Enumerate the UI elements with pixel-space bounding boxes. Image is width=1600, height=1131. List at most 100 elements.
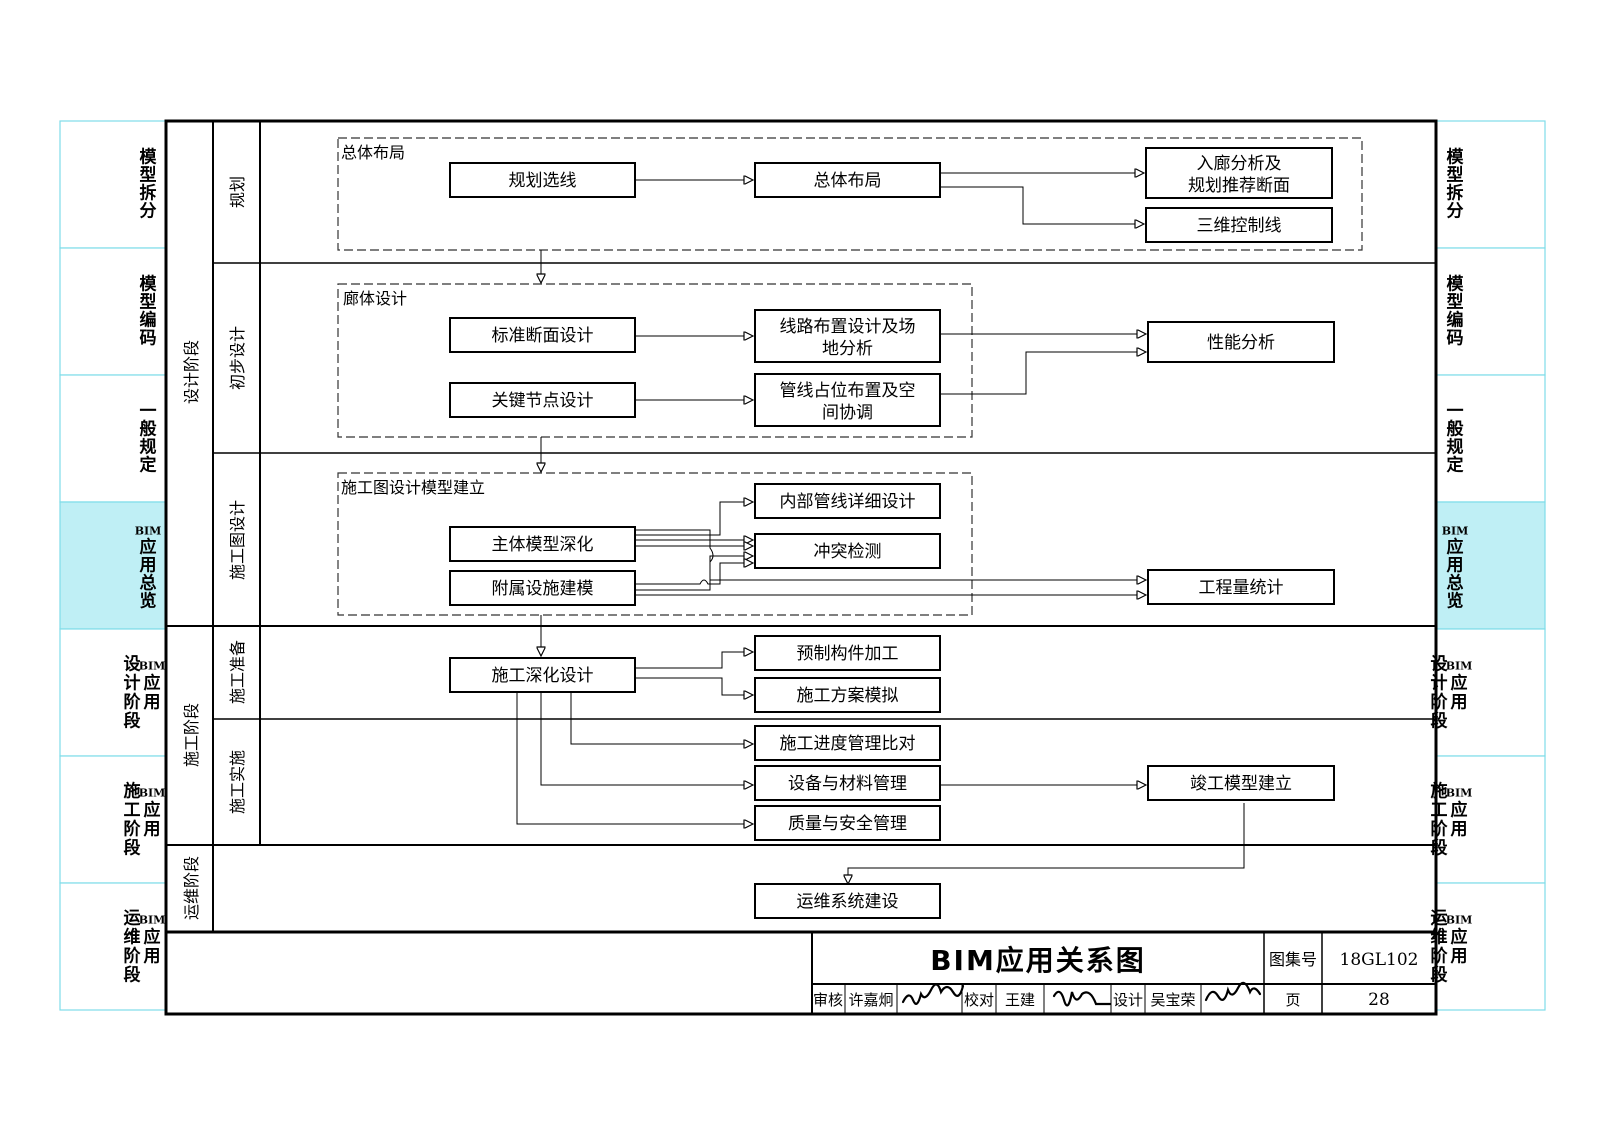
svg-text:设: 设 — [124, 655, 141, 675]
reviewer-signature — [901, 983, 965, 1005]
subphase-label-planning: 规划 — [228, 176, 247, 208]
node-equipment[interactable]: 设备与材料管理 — [754, 765, 941, 801]
node-entry-analysis[interactable]: 入廊分析及规划推荐断面 — [1145, 147, 1333, 199]
node-scheme-sim[interactable]: 施工方案模拟 — [754, 677, 941, 713]
svg-text:模: 模 — [1447, 147, 1465, 168]
svg-text:码: 码 — [1447, 329, 1464, 349]
svg-text:计: 计 — [1431, 673, 1448, 694]
side-tab-left-5[interactable]: 施工BIM应用阶段施BIM工应阶用段 — [0, 0, 167, 884]
node-quantity[interactable]: 工程量统计 — [1147, 569, 1335, 605]
side-tab-right-1[interactable]: 模型编码模型编码 — [0, 0, 1546, 376]
svg-text:BIM: BIM — [1446, 914, 1473, 927]
node-label: 三维控制线 — [1197, 216, 1282, 236]
side-tab-left-4[interactable]: 设计BIM应用阶段设BIM计应阶用段 — [0, 0, 167, 757]
svg-text:览: 览 — [1447, 591, 1464, 612]
svg-text:BIM: BIM — [1442, 525, 1469, 538]
side-tab-left-0[interactable]: 模型拆分模型拆分 — [0, 0, 167, 249]
designer-signature — [1204, 981, 1262, 1002]
side-tab-right-0[interactable]: 模型拆分模型拆分 — [0, 0, 1546, 249]
reviewer-name: 许嘉炯 — [848, 991, 893, 1009]
node-performance[interactable]: 性能分析 — [1147, 321, 1335, 363]
svg-text:定: 定 — [1447, 455, 1464, 476]
node-auxiliary[interactable]: 附属设施建模 — [449, 570, 636, 606]
svg-text:用: 用 — [1451, 693, 1468, 713]
svg-text:一: 一 — [140, 402, 157, 422]
svg-text:阶: 阶 — [1431, 819, 1449, 840]
page-number: 28 — [1368, 990, 1390, 1010]
node-route-layout[interactable]: 线路布置设计及场地分析 — [754, 309, 941, 363]
subphase-label-construction-prep: 施工准备 — [228, 640, 247, 704]
node-prefab[interactable]: 预制构件加工 — [754, 635, 941, 671]
side-tab-label-visual: 设BIM计应阶用段 — [124, 655, 166, 732]
svg-text:定: 定 — [140, 455, 157, 476]
phase-labels: 设计阶段 施工阶段 运维阶段 — [182, 340, 201, 920]
node-pipeline-space[interactable]: 管线占位布置及空间协调 — [754, 373, 941, 427]
svg-text:BIM: BIM — [1446, 787, 1473, 800]
node-om-system[interactable]: 运维系统建设 — [754, 883, 941, 919]
svg-text:规: 规 — [1447, 438, 1464, 458]
node-label: 管线占位布置及空间协调 — [780, 381, 916, 423]
svg-text:用: 用 — [1451, 947, 1468, 967]
node-standard-section[interactable]: 标准断面设计 — [449, 317, 636, 353]
group-labels: 总体布局 廊体设计 施工图设计模型建立 — [341, 143, 485, 497]
node-asbuilt[interactable]: 竣工模型建立 — [1147, 765, 1335, 801]
node-internal-pipeline[interactable]: 内部管线详细设计 — [754, 483, 941, 519]
svg-text:分: 分 — [1447, 202, 1464, 222]
svg-text:施: 施 — [124, 781, 141, 802]
phase-label-construction: 施工阶段 — [182, 703, 201, 767]
node-control-line-3d[interactable]: 三维控制线 — [1145, 207, 1333, 243]
checker-signature — [1052, 990, 1112, 1007]
svg-text:用: 用 — [144, 947, 161, 967]
node-label: 线路布置设计及场地分析 — [780, 317, 916, 359]
node-quality[interactable]: 质量与安全管理 — [754, 805, 941, 841]
svg-text:段: 段 — [1431, 838, 1448, 859]
group-label-drawing-model: 施工图设计模型建立 — [341, 478, 485, 497]
node-clash[interactable]: 冲突检测 — [754, 533, 941, 569]
node-label: 主体模型深化 — [492, 535, 594, 555]
svg-text:用: 用 — [140, 556, 157, 576]
node-route-selection[interactable]: 规划选线 — [449, 162, 636, 198]
svg-text:段: 段 — [1431, 711, 1448, 732]
side-tab-left-1[interactable]: 模型编码模型编码 — [0, 0, 167, 376]
node-label: 竣工模型建立 — [1190, 774, 1292, 794]
side-tab-right-6[interactable]: 运维BIM应用阶段运BIM维应阶用段 — [0, 0, 1546, 1011]
svg-text:维: 维 — [124, 927, 141, 948]
svg-text:型: 型 — [1447, 165, 1464, 186]
group-overall-layout — [337, 137, 1363, 251]
side-tab-right-2[interactable]: 一般规定一般规定 — [0, 0, 1546, 503]
check-label: 校对 — [964, 991, 994, 1009]
svg-text:应: 应 — [1451, 800, 1468, 821]
svg-text:BIM: BIM — [139, 914, 166, 927]
svg-text:模: 模 — [1447, 274, 1465, 295]
design-label: 设计 — [1113, 991, 1143, 1009]
node-label: 标准断面设计 — [492, 326, 594, 346]
svg-text:拆: 拆 — [1447, 183, 1464, 204]
group-drawing-model — [337, 472, 973, 616]
side-tab-left-2[interactable]: 一般规定一般规定 — [0, 0, 167, 503]
group-label-corridor-design: 廊体设计 — [343, 289, 407, 308]
node-overall-layout[interactable]: 总体布局 — [754, 162, 941, 198]
svg-text:阶: 阶 — [1431, 946, 1449, 967]
node-label: 施工方案模拟 — [797, 686, 899, 706]
node-construction-detail[interactable]: 施工深化设计 — [449, 657, 636, 693]
connectors — [516, 173, 1245, 884]
designer-name: 吴宝荣 — [1150, 991, 1195, 1009]
node-key-node[interactable]: 关键节点设计 — [449, 382, 636, 418]
svg-text:总: 总 — [1447, 573, 1464, 594]
side-tab-left-3[interactable]: BIM应用总览BIM应用总览 — [0, 0, 167, 630]
svg-text:型: 型 — [1447, 292, 1464, 313]
svg-text:BIM: BIM — [139, 787, 166, 800]
svg-text:编: 编 — [140, 310, 157, 331]
svg-text:规: 规 — [140, 438, 157, 458]
side-tab-right-5[interactable]: 施工BIM应用阶段施BIM工应阶用段 — [0, 0, 1546, 884]
node-main-model[interactable]: 主体模型深化 — [449, 526, 636, 562]
svg-text:拆: 拆 — [140, 183, 157, 204]
node-progress[interactable]: 施工进度管理比对 — [754, 725, 941, 761]
svg-text:应: 应 — [144, 927, 161, 948]
drawing-title: BIM应用关系图 — [930, 944, 1146, 977]
svg-text:编: 编 — [1447, 310, 1464, 331]
svg-text:段: 段 — [1431, 965, 1448, 986]
